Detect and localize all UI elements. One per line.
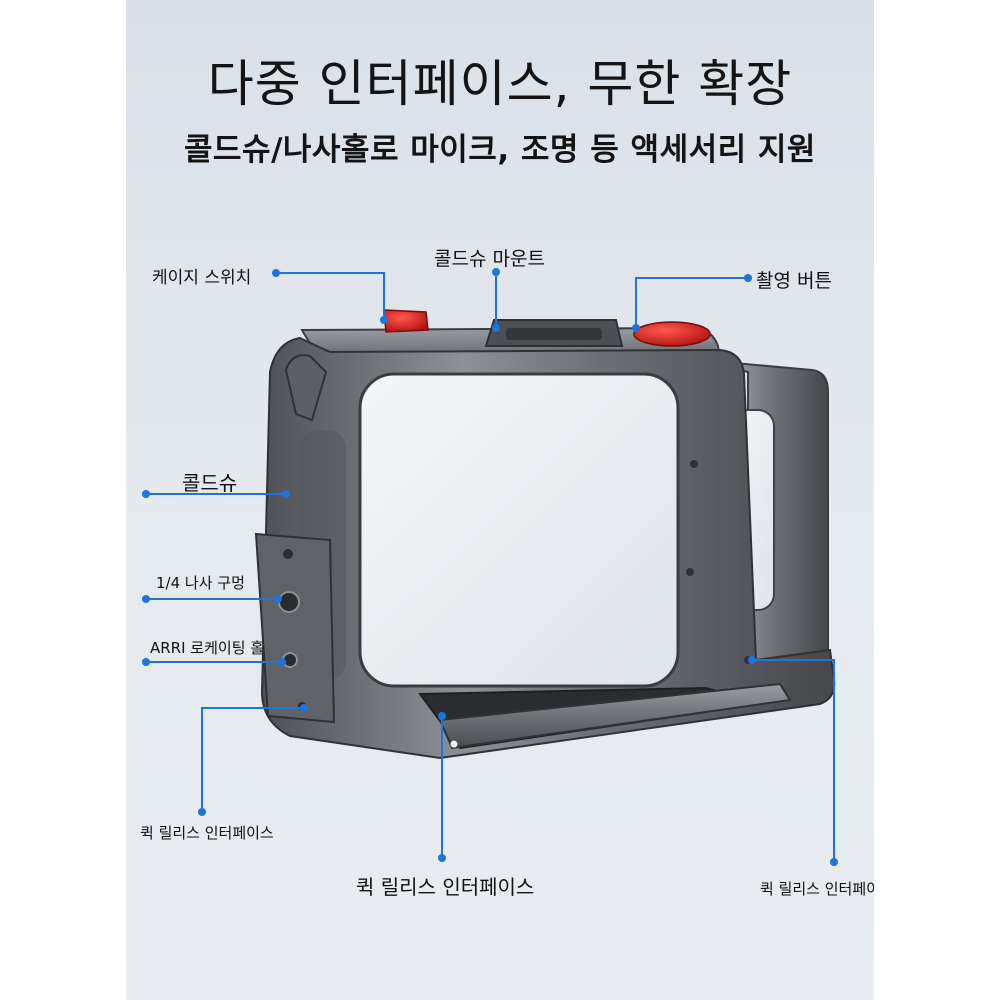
label-quarter-inch-hole: 1/4 나사 구멍 bbox=[156, 574, 245, 592]
callout-line-qr-right bbox=[752, 659, 835, 862]
quarter-inch-hole-shape bbox=[278, 591, 300, 613]
callout-line-cage-switch bbox=[276, 272, 385, 320]
label-cold-shoe-mount: 콜드슈 마운트 bbox=[434, 248, 545, 270]
callout-dots bbox=[142, 268, 838, 866]
headline-title: 다중 인터페이스, 무한 확장 bbox=[207, 55, 793, 113]
label-quick-release-center: 퀵 릴리스 인터페이스 bbox=[356, 875, 535, 899]
callout-line-shutter-button bbox=[635, 277, 748, 328]
label-cage-switch: 케이지 스위치 bbox=[152, 268, 252, 288]
callout-lines bbox=[146, 272, 835, 862]
label-cold-shoe: 콜드슈 bbox=[182, 471, 238, 495]
label-quick-release-left: 퀵 릴리스 인터페이스 bbox=[140, 824, 274, 842]
shutter-button-red-shape bbox=[633, 321, 711, 347]
label-shutter-button: 촬영 버튼 bbox=[756, 270, 832, 292]
side-mount-plate bbox=[254, 532, 336, 724]
label-quick-release-right: 퀵 릴리스 인터페이스 bbox=[760, 880, 874, 898]
cage-window bbox=[358, 372, 680, 688]
callout-line-qr-left bbox=[201, 707, 304, 812]
label-arri-locating-hole: ARRI 로케이팅 홀 bbox=[150, 639, 265, 657]
headline-subtitle: 콜드슈/나사홀로 마이크, 조명 등 액세서리 지원 bbox=[184, 132, 816, 168]
cage-switch-red-shape bbox=[383, 309, 429, 333]
